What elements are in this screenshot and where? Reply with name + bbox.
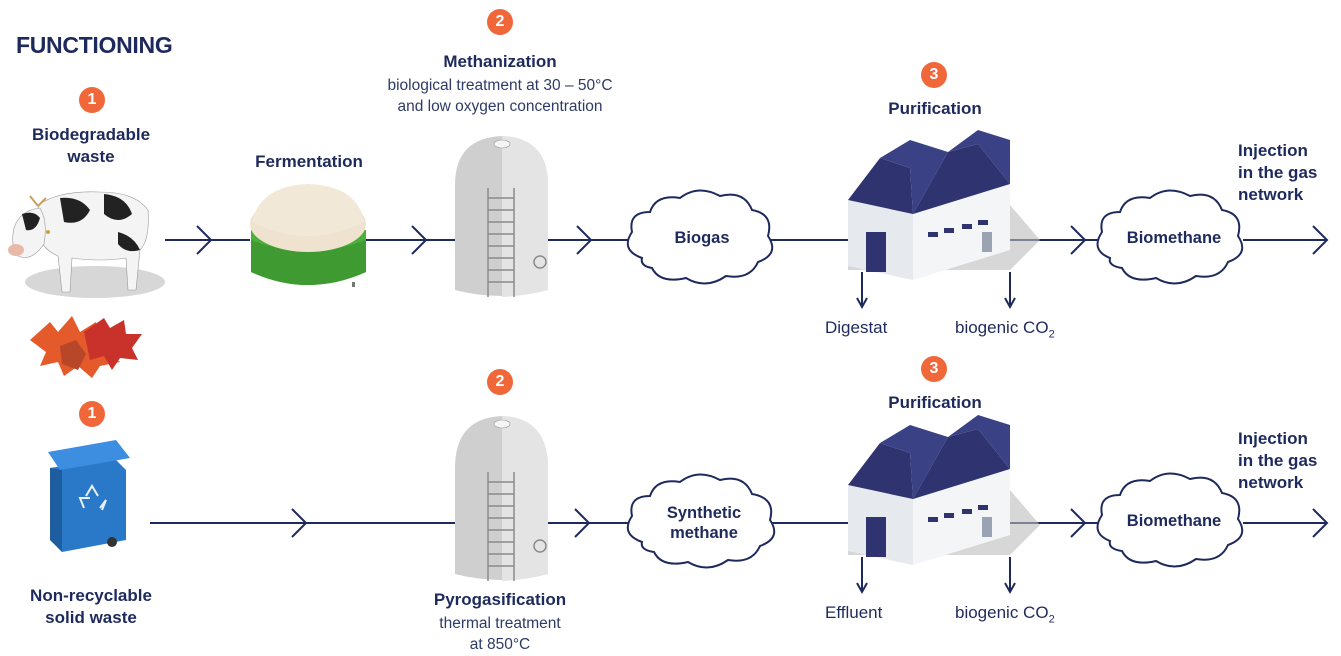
methanization-silo-icon [455, 136, 548, 297]
biogas-label: Biogas [674, 229, 730, 247]
arrow-head [1312, 508, 1329, 538]
digestat-label: Digestat [825, 318, 888, 337]
biogenic-co2-label: biogenic CO2 [955, 603, 1055, 626]
biomethane-cloud-shape [1096, 189, 1244, 285]
non-recyclable-waste-label: Non-recyclable solid waste [30, 586, 152, 627]
arrow-head [576, 225, 593, 255]
arrow-head [574, 508, 591, 538]
cow-icon [8, 191, 165, 298]
arrow-head [196, 225, 213, 255]
step-badge-2: 2 [487, 369, 513, 395]
injection-label: Injection in the gas network [1238, 429, 1318, 492]
purification-factory-icon [848, 130, 1040, 280]
synthetic-methane-label: Synthetic methane [666, 504, 742, 542]
down-arrow-head [856, 582, 868, 595]
step-badge-1: 1 [79, 87, 105, 113]
biomethane-cloud-shape [1096, 472, 1244, 568]
effluent-label: Effluent [825, 603, 883, 622]
fermentation-tank-icon [250, 184, 366, 287]
pyrogasification-description: thermal treatment at 850°C [439, 615, 561, 653]
autumn-leaves-icon [30, 316, 142, 378]
arrow-head [1312, 225, 1329, 255]
pyrogasification-label: Pyrogasification [433, 590, 567, 609]
arrow-head [1070, 508, 1087, 538]
biogenic-co2-label: biogenic CO2 [955, 318, 1055, 341]
arrow-head [291, 508, 308, 538]
pyrogasification-silo-icon [455, 416, 548, 581]
recycling-bin-icon [48, 440, 130, 552]
purification-label: Purification [888, 393, 982, 412]
diagram-title: FUNCTIONING [16, 32, 173, 58]
biomethane-label: Biomethane [1126, 229, 1222, 247]
step-badge-1: 1 [79, 401, 105, 427]
down-arrow-head [856, 297, 868, 310]
biomethane-label: Biomethane [1126, 512, 1222, 530]
arrow-head [1070, 225, 1087, 255]
biogas-cloud-shape [626, 189, 774, 285]
down-arrow-head [1004, 582, 1016, 595]
step-badge-3: 3 [921, 356, 947, 382]
injection-label: Injection in the gas network [1238, 141, 1318, 204]
purification-label: Purification [888, 99, 982, 118]
arrow-head [411, 225, 428, 255]
methanization-label: Methanization [443, 52, 557, 71]
step-badge-3: 3 [921, 62, 947, 88]
methanization-description: biological treatment at 30 – 50°C and lo… [387, 77, 613, 115]
fermentation-label: Fermentation [255, 152, 363, 171]
step-badge-2: 2 [487, 9, 513, 35]
purification-factory-icon [848, 415, 1040, 565]
synthetic-methane-cloud-shape [626, 473, 776, 569]
biodegradable-waste-label: Biodegradable waste [31, 125, 151, 166]
down-arrow-head [1004, 297, 1016, 310]
